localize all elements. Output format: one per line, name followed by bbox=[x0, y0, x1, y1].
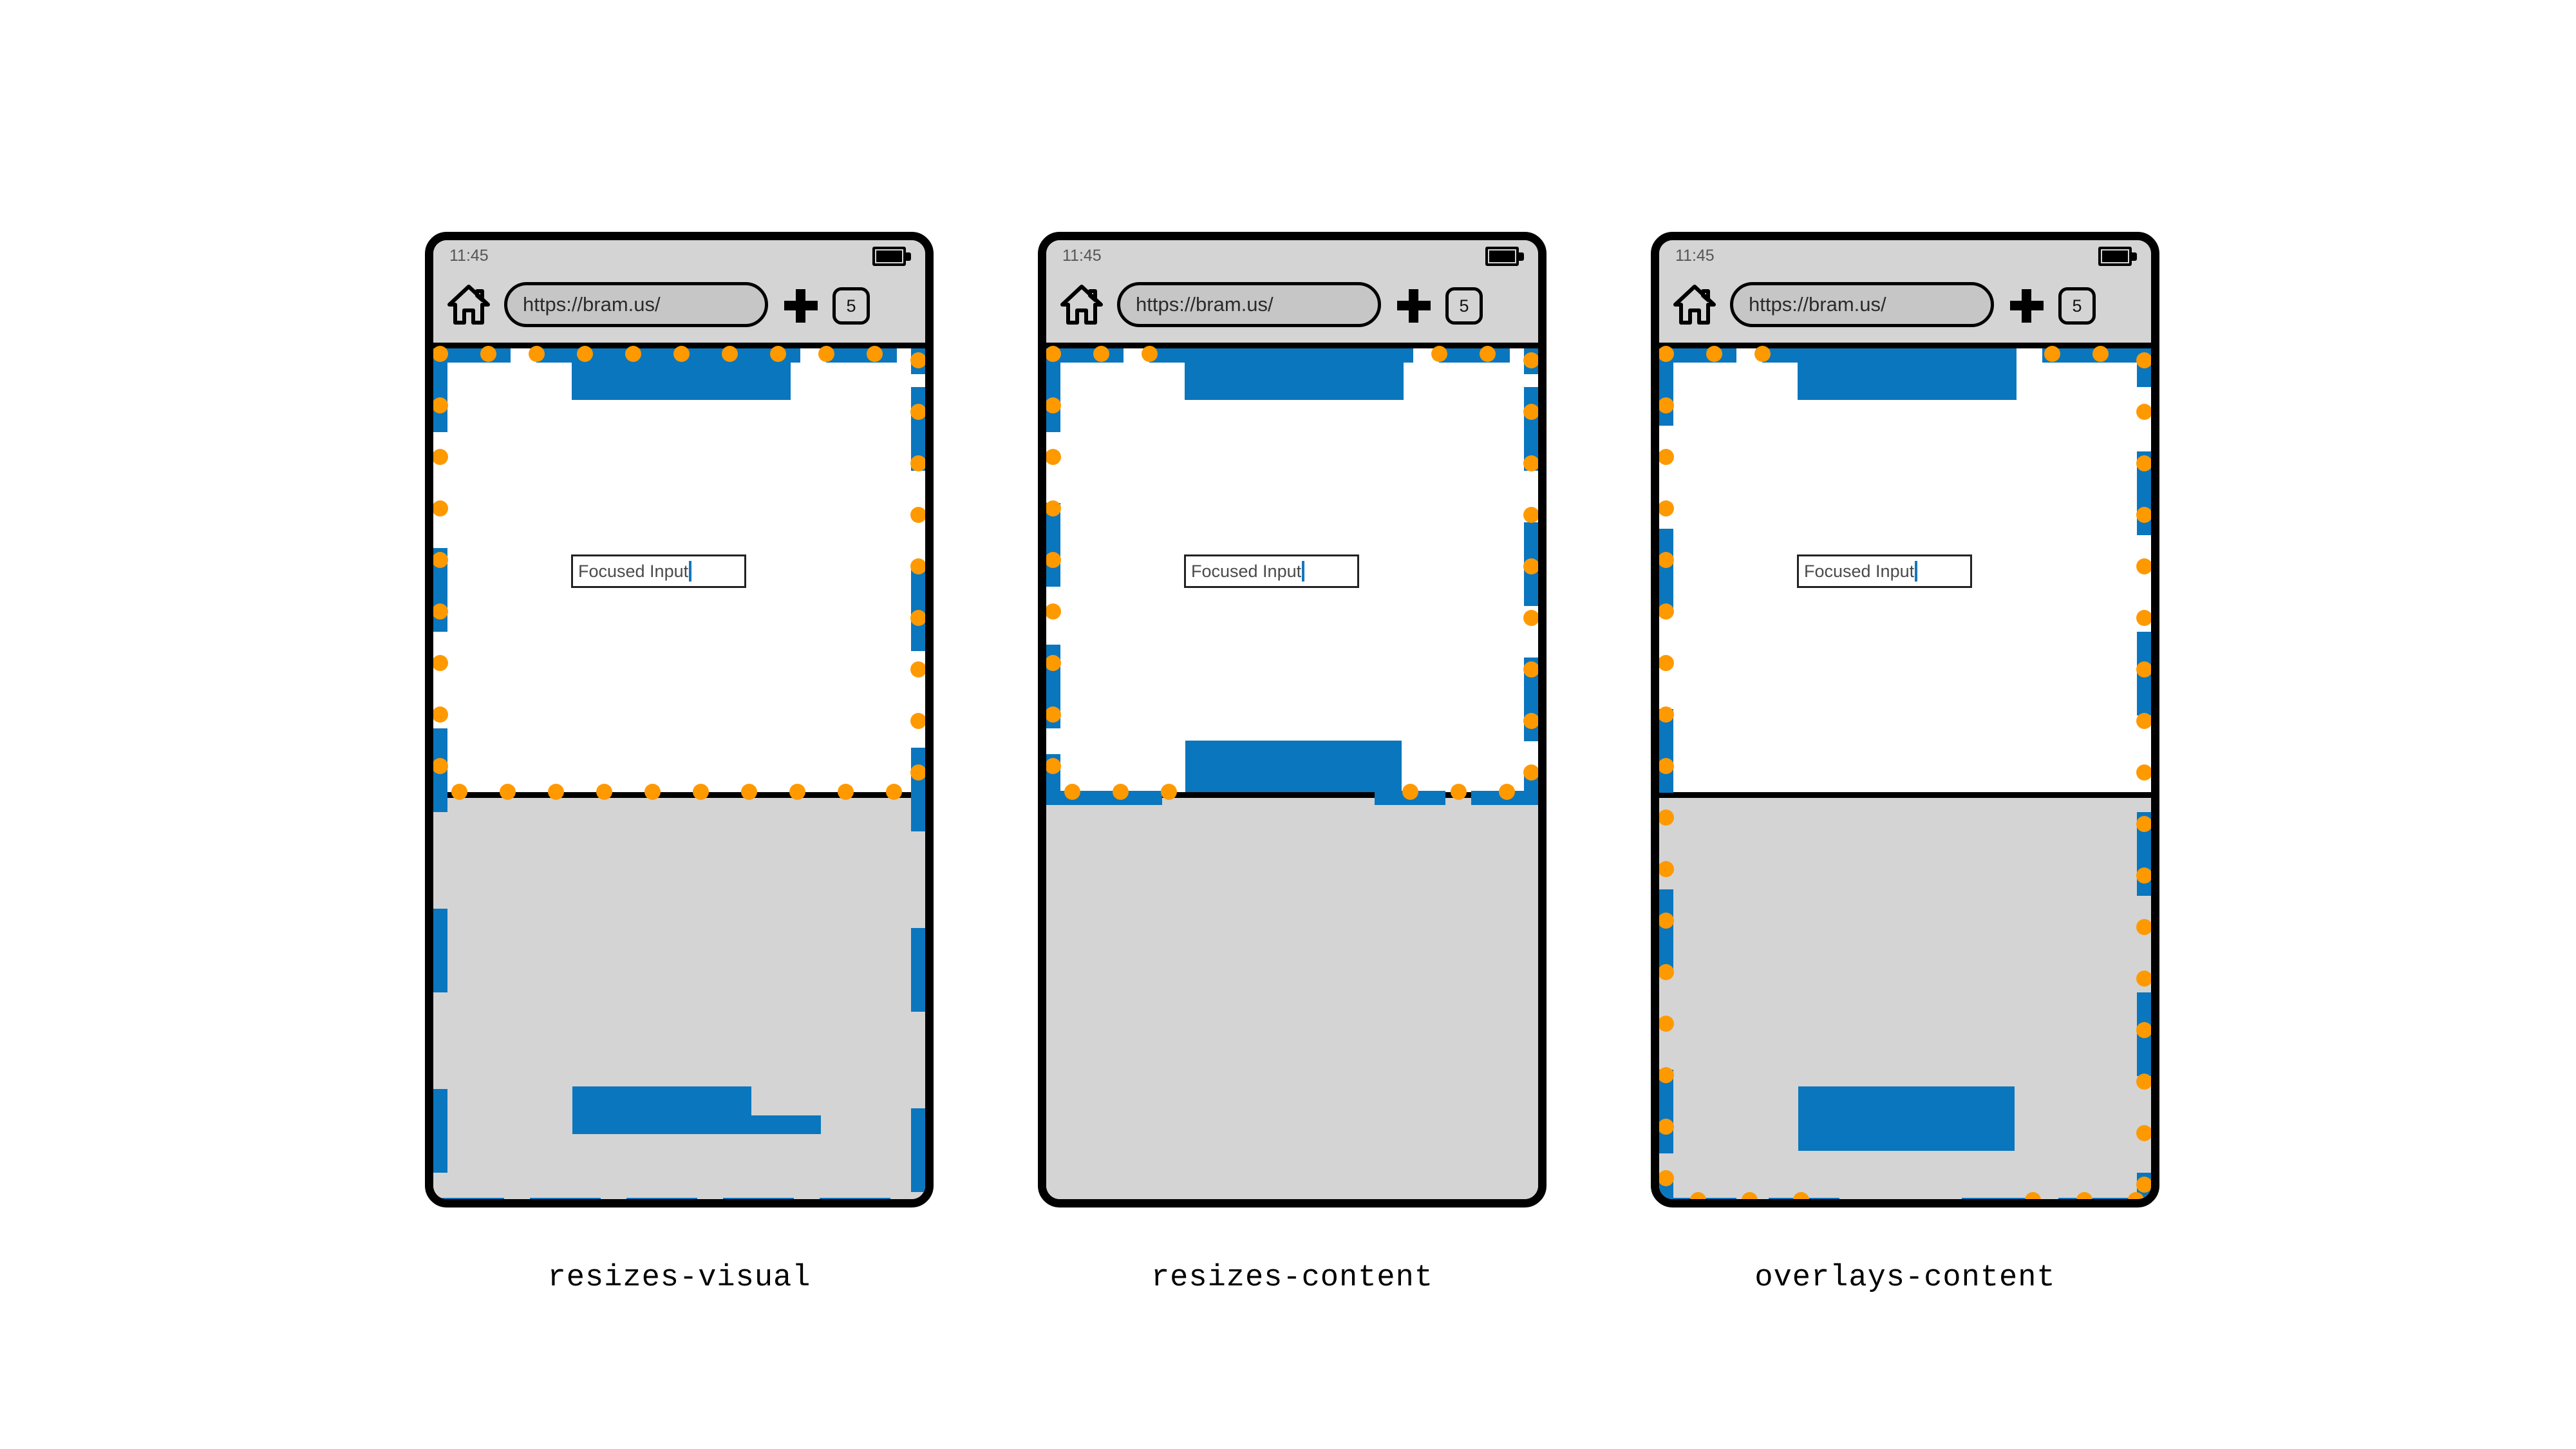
focused-input[interactable]: Focused Input bbox=[571, 554, 746, 588]
focused-input[interactable]: Focused Input bbox=[1184, 554, 1359, 588]
caption-resizes-visual: resizes-visual bbox=[547, 1261, 811, 1295]
text-caret bbox=[1302, 561, 1305, 582]
plus-icon[interactable] bbox=[784, 289, 818, 323]
browser-chrome: 11:45 https://bram.us/ 5 bbox=[1659, 240, 2151, 348]
battery-icon bbox=[1485, 247, 1524, 267]
page-footer-block-2 bbox=[751, 1115, 821, 1134]
plus-icon[interactable] bbox=[1397, 289, 1431, 323]
home-icon[interactable] bbox=[1673, 285, 1716, 325]
page-header-block bbox=[1798, 348, 2017, 400]
url-text: https://bram.us/ bbox=[523, 293, 661, 316]
url-text: https://bram.us/ bbox=[1749, 293, 1886, 316]
focused-input-value: Focused Input bbox=[578, 561, 689, 581]
focused-input[interactable]: Focused Input bbox=[1797, 554, 1972, 588]
page-content-area: Focused Input bbox=[433, 348, 925, 805]
phone-resizes-content: 11:45 https://bram.us/ 5 Focused Input bbox=[1038, 232, 1547, 1208]
text-caret bbox=[689, 561, 692, 582]
page-content-area: Focused Input bbox=[1046, 348, 1538, 805]
home-icon[interactable] bbox=[447, 285, 490, 325]
url-text: https://bram.us/ bbox=[1136, 293, 1274, 316]
tab-count-button[interactable]: 5 bbox=[832, 287, 870, 325]
phone-screen: Focused Input bbox=[1046, 346, 1538, 1199]
caption-overlays-content: overlays-content bbox=[1754, 1261, 2056, 1295]
tab-count-button[interactable]: 5 bbox=[1445, 287, 1483, 325]
home-icon[interactable] bbox=[1060, 285, 1103, 325]
caption-resizes-content: resizes-content bbox=[1151, 1261, 1434, 1295]
page-header-block bbox=[1185, 348, 1404, 400]
browser-chrome: 11:45 https://bram.us/ 5 bbox=[433, 240, 925, 348]
phone-resizes-visual: 11:45 https://bram.us/ 5 Focused In bbox=[425, 232, 934, 1208]
page-content-area: Focused Input bbox=[1659, 348, 2151, 805]
plus-icon[interactable] bbox=[2010, 289, 2044, 323]
focused-input-value: Focused Input bbox=[1804, 561, 1915, 581]
page-footer-block bbox=[1798, 1086, 2015, 1151]
virtual-keyboard bbox=[433, 792, 925, 1199]
status-bar-clock: 11:45 bbox=[1675, 247, 1715, 265]
phone-screen: Focused Input bbox=[433, 346, 925, 1199]
virtual-keyboard bbox=[1659, 792, 2151, 1199]
battery-icon bbox=[872, 247, 911, 267]
phone-screen: Focused Input bbox=[1659, 346, 2151, 1199]
virtual-keyboard bbox=[1046, 792, 1538, 1199]
status-bar-clock: 11:45 bbox=[1062, 247, 1102, 265]
focused-input-value: Focused Input bbox=[1191, 561, 1302, 581]
url-bar[interactable]: https://bram.us/ bbox=[1117, 282, 1381, 327]
page-header-block bbox=[572, 348, 791, 400]
browser-chrome: 11:45 https://bram.us/ 5 bbox=[1046, 240, 1538, 348]
battery-icon bbox=[2098, 247, 2137, 267]
tab-count-button[interactable]: 5 bbox=[2058, 287, 2096, 325]
url-bar[interactable]: https://bram.us/ bbox=[1730, 282, 1994, 327]
page-footer-block bbox=[572, 1086, 751, 1134]
status-bar-clock: 11:45 bbox=[449, 247, 489, 265]
phone-overlays-content: 11:45 https://bram.us/ 5 Focused Input bbox=[1651, 232, 2159, 1208]
url-bar[interactable]: https://bram.us/ bbox=[504, 282, 768, 327]
text-caret bbox=[1915, 561, 1918, 582]
